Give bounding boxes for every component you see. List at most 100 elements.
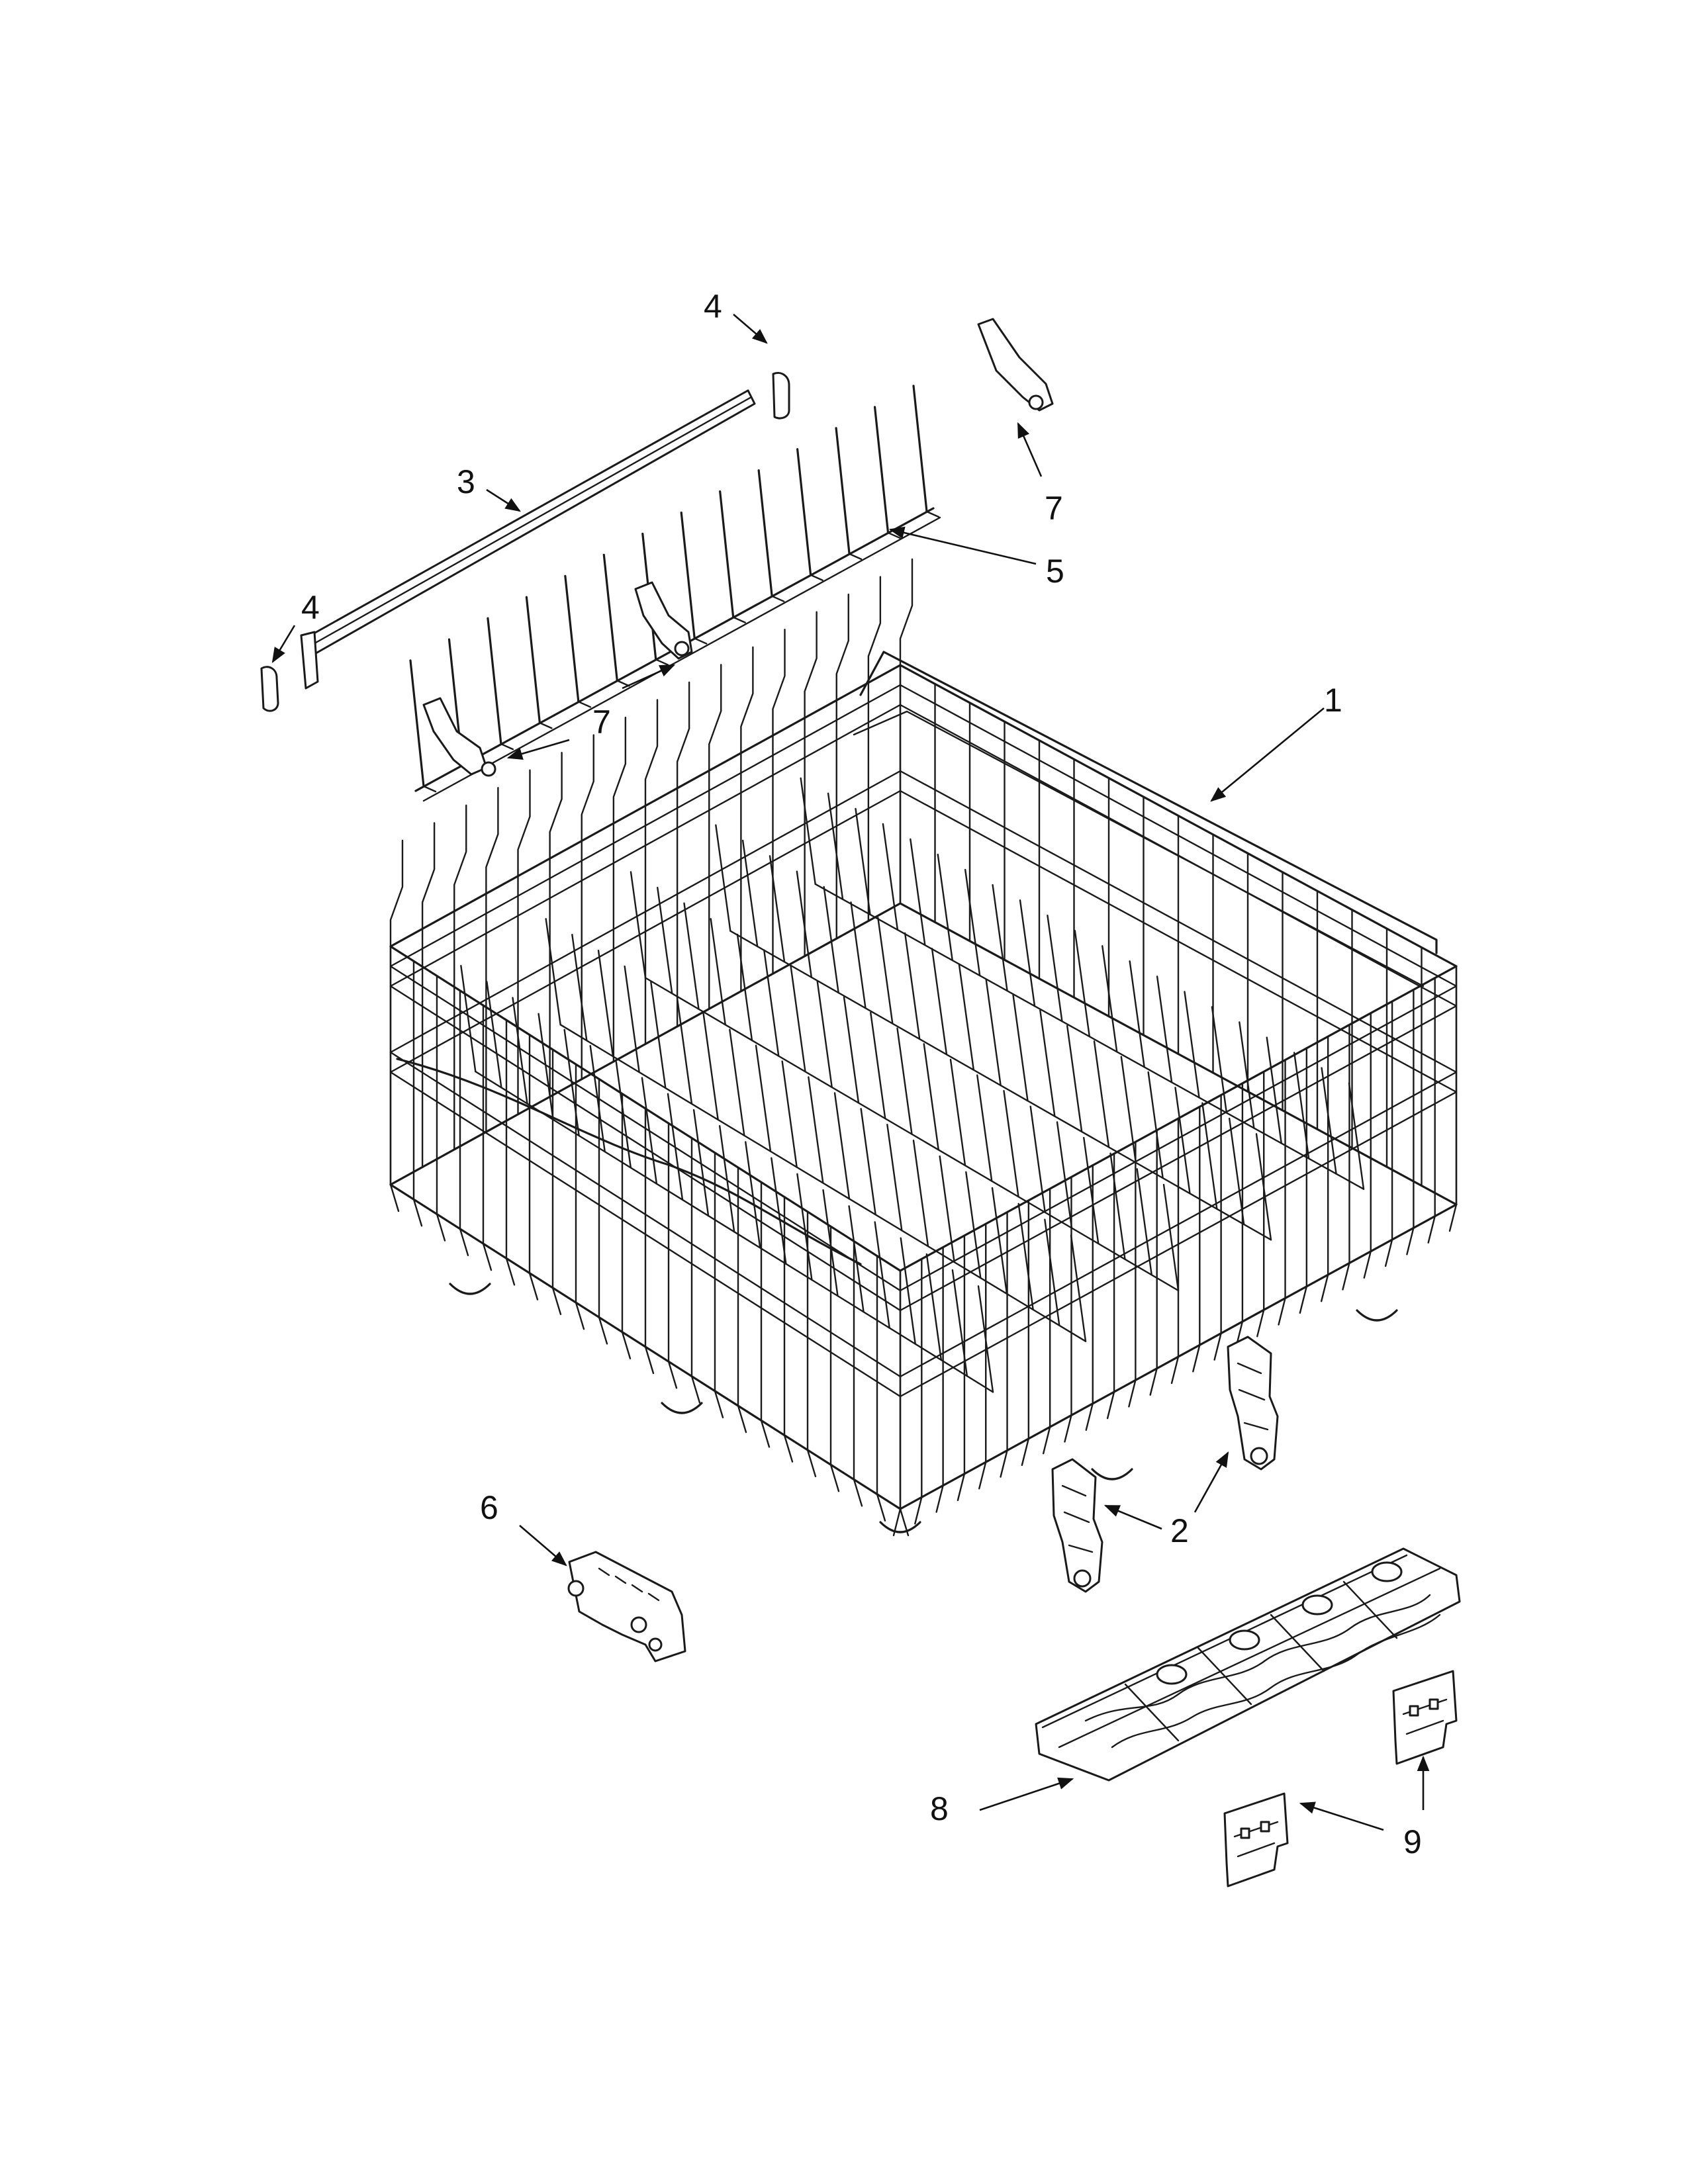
shelf-tine	[719, 490, 735, 619]
rack-interior-tine	[630, 871, 647, 979]
rack-back-frame	[859, 651, 1438, 954]
rack-interior-tine	[882, 823, 899, 931]
rack-interior-tine	[571, 934, 588, 1042]
rack-interior-tine	[790, 965, 806, 1073]
rack-side-upright	[1363, 1012, 1372, 1279]
rack-interior-tine	[976, 1074, 993, 1182]
rack-interior-tine	[771, 1157, 787, 1265]
callout-4-left: 4	[301, 589, 320, 626]
shelf-tine-foot	[500, 743, 514, 751]
rack-interior-tine	[1156, 976, 1173, 1083]
rack-side-upright	[1170, 1117, 1180, 1385]
rack-back-upright	[485, 787, 499, 1133]
callout-8: 8	[930, 1790, 949, 1827]
rack-interior-tine	[931, 948, 948, 1056]
rack-interior-tine	[850, 901, 867, 1009]
rack-interior-tine	[870, 1011, 886, 1120]
rack-front-upright	[806, 1210, 817, 1478]
rack-interior-tine	[1201, 1102, 1218, 1210]
rack-interior-tine	[1003, 1090, 1019, 1198]
part-9-tray-clip-left	[1223, 1792, 1289, 1888]
rack-back-upright	[676, 681, 690, 1028]
rack-front-upright	[783, 1196, 794, 1463]
rack-front-upright	[482, 1004, 492, 1271]
rack-interior-tine	[1321, 1067, 1337, 1175]
rack-interior-tine	[843, 996, 860, 1104]
rack-interior-tine	[1147, 1071, 1164, 1179]
rack-interior-tine	[958, 963, 975, 1071]
rack-interior-tine	[1012, 994, 1029, 1102]
rack-front-upright	[853, 1240, 863, 1507]
rack-interior-tine	[796, 870, 813, 978]
part-9-tray-clip-right	[1392, 1670, 1458, 1765]
rack-interior-tine	[718, 1125, 735, 1233]
rack-side-upright	[1235, 1082, 1244, 1349]
rack-interior-tine	[848, 1205, 865, 1313]
rack-interior-tine	[1348, 1082, 1365, 1190]
part-3-rack-rail	[300, 389, 756, 690]
rack-back-upright	[517, 769, 531, 1115]
shelf-tine-foot	[848, 553, 863, 561]
rack-foot	[449, 1283, 491, 1295]
rack-interior-tine	[1184, 991, 1200, 1099]
rack-interior-tine	[615, 1061, 632, 1169]
rack-interior-tine	[991, 1187, 1008, 1295]
shelf-base-bar-lower	[422, 516, 941, 802]
leader-7c	[506, 739, 570, 760]
rack-interior-tine	[1211, 1006, 1228, 1114]
rack-interior-tine	[741, 839, 759, 948]
rack-interior-tine	[650, 981, 667, 1089]
rack-interior-tine	[985, 978, 1002, 1087]
rack-interior-tine	[563, 1028, 580, 1137]
shelf-tine-foot	[655, 659, 669, 666]
rack-interior-tine	[1174, 1087, 1191, 1195]
rack-interior-tine	[763, 949, 780, 1057]
rack-interior-tine	[874, 1221, 890, 1329]
rack-front-upright	[551, 1048, 562, 1316]
rack-interior-tine	[827, 792, 844, 901]
rack-side-upright	[1406, 989, 1415, 1255]
shelf-tine-foot	[577, 701, 592, 708]
callout-5: 5	[1046, 553, 1064, 590]
leader-3	[486, 488, 521, 512]
shelf-tine-foot	[732, 616, 746, 623]
shelf-tine-foot	[694, 637, 708, 645]
rack-interior-tine	[729, 1028, 745, 1136]
rack-back-upright	[421, 822, 436, 1168]
leader-lines	[271, 314, 1430, 1831]
rack-interior-tine	[1066, 1024, 1083, 1133]
shelf-tine-foot	[422, 785, 437, 793]
rack-interior-tine	[939, 1155, 955, 1263]
rack-front-upright	[737, 1166, 747, 1433]
callout-3: 3	[457, 463, 475, 500]
rack-side-upright	[914, 1258, 923, 1525]
rack-front-upright	[459, 989, 469, 1257]
leader-2b	[1194, 1451, 1229, 1513]
leader-6	[519, 1525, 567, 1567]
shelf-tine	[525, 596, 541, 724]
callout-7-top: 7	[1045, 490, 1063, 527]
rack-interior-tine	[745, 1141, 761, 1249]
rack-interior-tine	[937, 853, 953, 962]
rack-interior-tine	[925, 1253, 943, 1361]
rack-foot	[1356, 1309, 1398, 1322]
rack-side-upright	[1106, 1152, 1115, 1420]
part-8-rack-tray	[1035, 1547, 1461, 1782]
rack-interior-tine	[800, 777, 816, 886]
rack-front-upright	[621, 1093, 632, 1359]
shelf-tine-foot	[771, 595, 785, 602]
rack-interior-tine	[1120, 1056, 1137, 1163]
rack-interior-tine	[855, 807, 871, 916]
rack-side-upright	[1192, 1106, 1201, 1373]
rack-side-upright	[892, 1269, 902, 1537]
rack-interior-tine	[512, 997, 528, 1105]
rack-interior-tine	[683, 902, 700, 1010]
rack-interior-tine	[702, 1013, 719, 1121]
leader-1	[1210, 707, 1325, 802]
rack-interior-tine	[1136, 1168, 1152, 1276]
rack-front-upright	[714, 1152, 724, 1419]
rack-interior-tine	[597, 949, 614, 1058]
rack-back-upright	[389, 839, 404, 1186]
rack-back-upright	[612, 716, 627, 1063]
shelf-tine-foot	[810, 574, 823, 581]
